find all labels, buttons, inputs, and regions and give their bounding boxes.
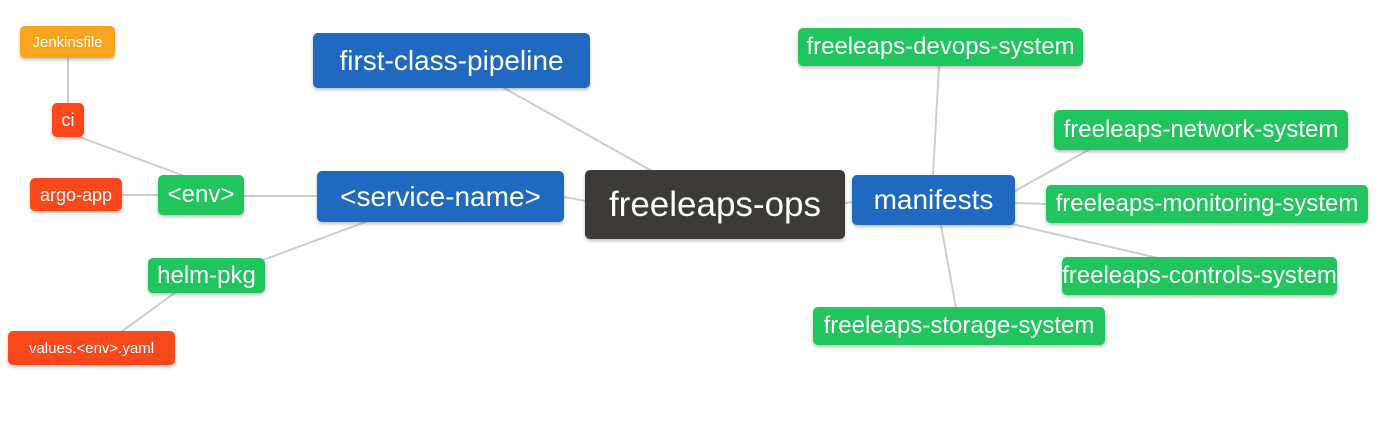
node-label: freeleaps-storage-system [823, 312, 1095, 339]
edge-helm-pkg-to-service-name [262, 220, 369, 261]
node-label: helm-pkg [157, 261, 256, 289]
edge-manifests-to-freeleaps-controls-system [1011, 223, 1163, 260]
node-freeleaps-ops[interactable]: freeleaps-ops [585, 170, 845, 239]
node-label: freeleaps-devops-system [806, 33, 1075, 60]
node-freeleaps-monitoring-system[interactable]: freeleaps-monitoring-system [1046, 185, 1368, 223]
edge-ci-to-env [76, 135, 188, 178]
node-label: freeleaps-network-system [1063, 116, 1339, 143]
edge-values-env-yaml-to-helm-pkg [120, 291, 177, 333]
node-label: manifests [873, 184, 994, 215]
node-label: Jenkinsfile [32, 33, 103, 51]
node-jenkinsfile[interactable]: Jenkinsfile [20, 26, 115, 58]
node-env[interactable]: <env> [158, 175, 244, 215]
node-manifests[interactable]: manifests [852, 175, 1015, 225]
edge-manifests-to-freeleaps-monitoring-system [1014, 202, 1048, 205]
edge-manifests-to-freeleaps-devops-system [932, 65, 940, 176]
edge-manifests-to-freeleaps-storage-system [940, 224, 957, 309]
node-freeleaps-devops-system[interactable]: freeleaps-devops-system [798, 28, 1083, 66]
node-freeleaps-network-system[interactable]: freeleaps-network-system [1054, 110, 1348, 150]
node-label: argo-app [39, 184, 113, 205]
node-label: ci [61, 110, 75, 130]
node-argo-app[interactable]: argo-app [30, 178, 122, 211]
node-label: values.<env>.yaml [28, 339, 155, 357]
node-service-name[interactable]: <service-name> [317, 171, 564, 222]
node-freeleaps-controls-system[interactable]: freeleaps-controls-system [1062, 257, 1337, 295]
node-helm-pkg[interactable]: helm-pkg [148, 258, 265, 293]
edge-service-name-to-freeleaps-ops [563, 196, 587, 202]
node-label: first-class-pipeline [339, 44, 564, 76]
node-label: <env> [167, 181, 235, 208]
node-first-class-pipeline[interactable]: first-class-pipeline [313, 33, 590, 88]
node-label: freeleaps-controls-system [1062, 262, 1337, 289]
node-label: <service-name> [340, 180, 541, 212]
node-label: freeleaps-ops [608, 185, 822, 224]
edge-first-class-pipeline-to-freeleaps-ops [503, 87, 653, 172]
node-freeleaps-storage-system[interactable]: freeleaps-storage-system [813, 307, 1105, 345]
node-ci[interactable]: ci [52, 103, 84, 137]
node-label: freeleaps-monitoring-system [1055, 190, 1359, 217]
node-values-env-yaml[interactable]: values.<env>.yaml [8, 331, 175, 365]
